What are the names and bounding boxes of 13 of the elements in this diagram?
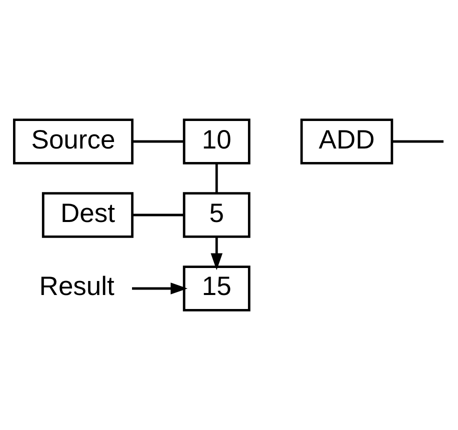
node-box: ADD	[300, 118, 393, 164]
node-box: 10	[182, 118, 250, 164]
node-box: Dest	[41, 192, 133, 238]
node-box: 15	[182, 266, 250, 312]
node-text: Result	[38, 271, 114, 302]
arrow	[210, 236, 222, 270]
connector	[392, 140, 444, 143]
connector	[214, 163, 218, 194]
node-box: Source	[12, 118, 133, 164]
connector	[132, 214, 184, 216]
connector	[132, 140, 184, 143]
node-box: 5	[182, 192, 250, 238]
arrow	[132, 282, 188, 294]
